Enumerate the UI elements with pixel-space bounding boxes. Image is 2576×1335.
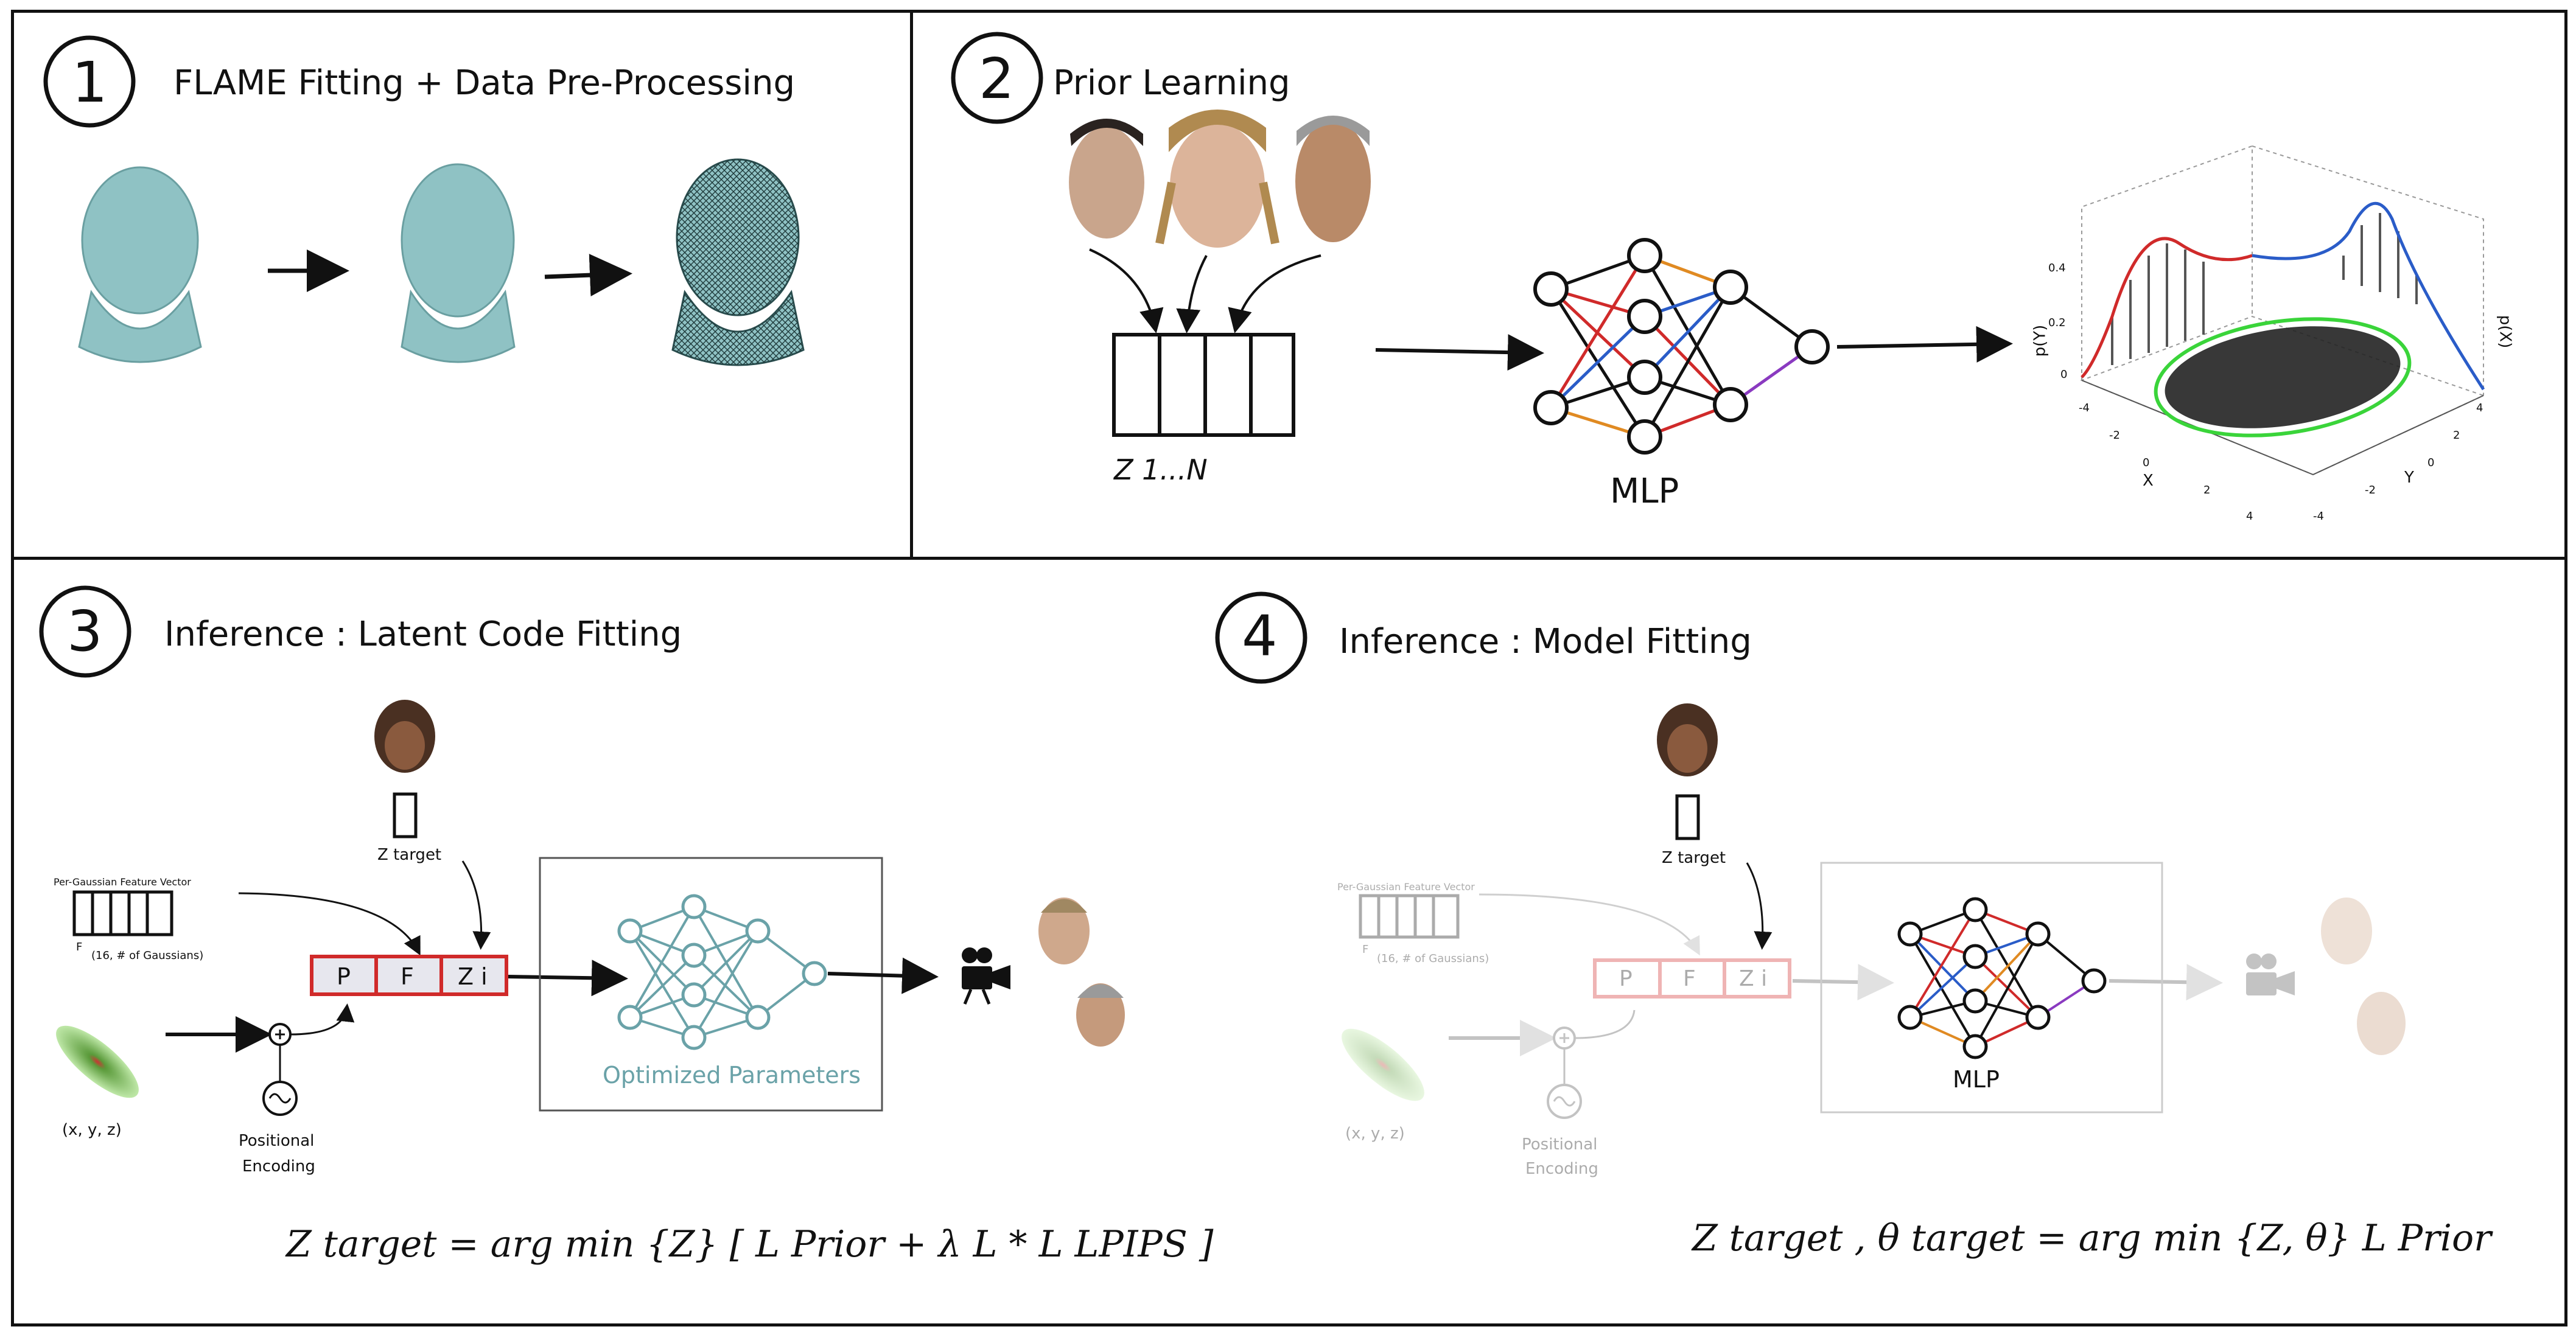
face-2 (1155, 110, 1279, 248)
x-tick-3: 2 (2203, 484, 2211, 497)
x-tick-1: -2 (2109, 429, 2120, 442)
latent-label: Z 1...N (1114, 453, 1208, 486)
mlp-label-p2: MLP (1610, 472, 1679, 511)
plot-label-x: X (2143, 472, 2154, 490)
histogram-bars-x (2111, 243, 2205, 365)
equation-p3: Z target = arg min {Z} [ L Prior + λ L *… (286, 1223, 1214, 1266)
mlp-label-p4: MLP (1953, 1066, 2000, 1093)
pfz-blocks-p3 (310, 955, 508, 996)
equation-p4: Z target , θ target = arg min {Z, θ} L P… (1692, 1217, 2491, 1260)
step-1-number: 1 (72, 50, 108, 115)
block-p-p4: P (1619, 966, 1633, 991)
feature-sub-p3: (16, # of Gaussians) (91, 949, 204, 962)
feature-sub-p4: (16, # of Gaussians) (1377, 952, 1489, 965)
coords-label-p3: (x, y, z) (62, 1121, 122, 1139)
py-tick-1: 0.2 (2048, 316, 2066, 329)
coords-label-p4: (x, y, z) (1345, 1124, 1405, 1143)
feature-letter-p4: F (1362, 943, 1369, 956)
step-3-number: 3 (67, 599, 103, 664)
block-zi-p4: Z i (1739, 966, 1768, 991)
feature-vector-label-p3: Per-Gaussian Feature Vector (54, 876, 191, 888)
block-p-p3: P (337, 963, 351, 990)
optimized-network-box (539, 857, 883, 1112)
render-face-2-p3 (1076, 983, 1125, 1047)
camera-icon-p3 (962, 947, 1010, 1005)
y-axis-tick-4: -4 (2313, 510, 2324, 523)
density-curve-x (2081, 237, 2253, 378)
step-4-number: 4 (1242, 604, 1278, 669)
step-3-circle (39, 585, 131, 678)
z-target-box-p3 (393, 792, 418, 838)
x-tick-4: 4 (2246, 510, 2253, 523)
py-tick-2: 0 (2060, 368, 2068, 381)
mlp-network-panel2 (1549, 254, 1813, 439)
teal-network-nodes (617, 894, 827, 1050)
y-axis-tick-3: -2 (2365, 484, 2376, 497)
panel-1-title: FLAME Fitting + Data Pre-Processing (173, 63, 796, 103)
step-4-circle (1215, 591, 1307, 684)
z-target-label-p3: Z target (377, 846, 442, 864)
py-tick-0: 0.4 (2048, 262, 2066, 274)
head-mesh-3 (671, 158, 805, 366)
panel-inference (11, 557, 2567, 1326)
pos-enc-label-p3-line1: Positional (239, 1132, 315, 1150)
teal-network (629, 905, 816, 1039)
head-mesh-1 (78, 166, 202, 363)
distribution-plot (2080, 145, 2485, 476)
optimized-params-label: Optimized Parameters (603, 1062, 861, 1089)
z-target-box-p4 (1675, 794, 1700, 840)
panel-3-title: Inference : Latent Code Fitting (164, 615, 682, 654)
panel-2-title: Prior Learning (1053, 63, 1290, 103)
feature-vector-label-p4: Per-Gaussian Feature Vector (1337, 881, 1475, 893)
head-mesh-2 (401, 163, 516, 363)
plot-label-px: p(X) (2496, 315, 2515, 349)
x-tick-2: 0 (2143, 456, 2150, 469)
pos-enc-label-p4-line1: Positional (1522, 1135, 1598, 1154)
target-face-p3 (374, 700, 435, 773)
mlp-network-p4 (1909, 908, 2095, 1048)
block-zi-p3: Z i (458, 963, 488, 990)
mlp-nodes-panel2 (1533, 238, 1830, 455)
z-target-label-p4: Z target (1662, 849, 1726, 867)
mlp-nodes-p4 (1897, 897, 2107, 1059)
target-face-p4 (1657, 703, 1718, 776)
face-1 (1069, 119, 1144, 239)
y-axis-tick-2: 0 (2427, 456, 2435, 469)
scatter-cloud (2165, 326, 2401, 428)
gaussian-blob-p3 (56, 1025, 139, 1098)
plot-label-y: Y (2404, 469, 2414, 487)
arrow-2 (544, 254, 632, 297)
mlp-box-p4 (1820, 862, 2163, 1114)
panel-4-title: Inference : Model Fitting (1339, 622, 1752, 661)
histogram-bars-y (2342, 213, 2418, 304)
block-f-p4: F (1683, 966, 1696, 991)
pos-enc-label-p3-line2: Encoding (242, 1157, 315, 1176)
scatter-ellipse (2154, 317, 2412, 437)
faded-inputs-p4 (1342, 893, 2406, 1119)
step-2-circle (951, 32, 1043, 124)
feature-vector-boxes-p3 (72, 890, 173, 936)
face-3 (1295, 116, 1371, 242)
feature-letter-p3: F (76, 941, 83, 953)
step-2-number: 2 (979, 46, 1015, 111)
y-axis-tick-0: 4 (2476, 402, 2483, 414)
y-axis-tick-1: 2 (2453, 429, 2460, 442)
render-face-1-p3 (1038, 898, 1090, 964)
plot-label-py: p(Y) (2031, 324, 2049, 357)
latent-code-boxes (1112, 333, 1295, 437)
block-f-p3: F (401, 963, 414, 990)
step-1-circle (43, 35, 136, 128)
density-curve-y (2252, 201, 2485, 391)
x-tick-0: -4 (2079, 402, 2090, 414)
pos-enc-label-p4-line2: Encoding (1525, 1160, 1598, 1178)
